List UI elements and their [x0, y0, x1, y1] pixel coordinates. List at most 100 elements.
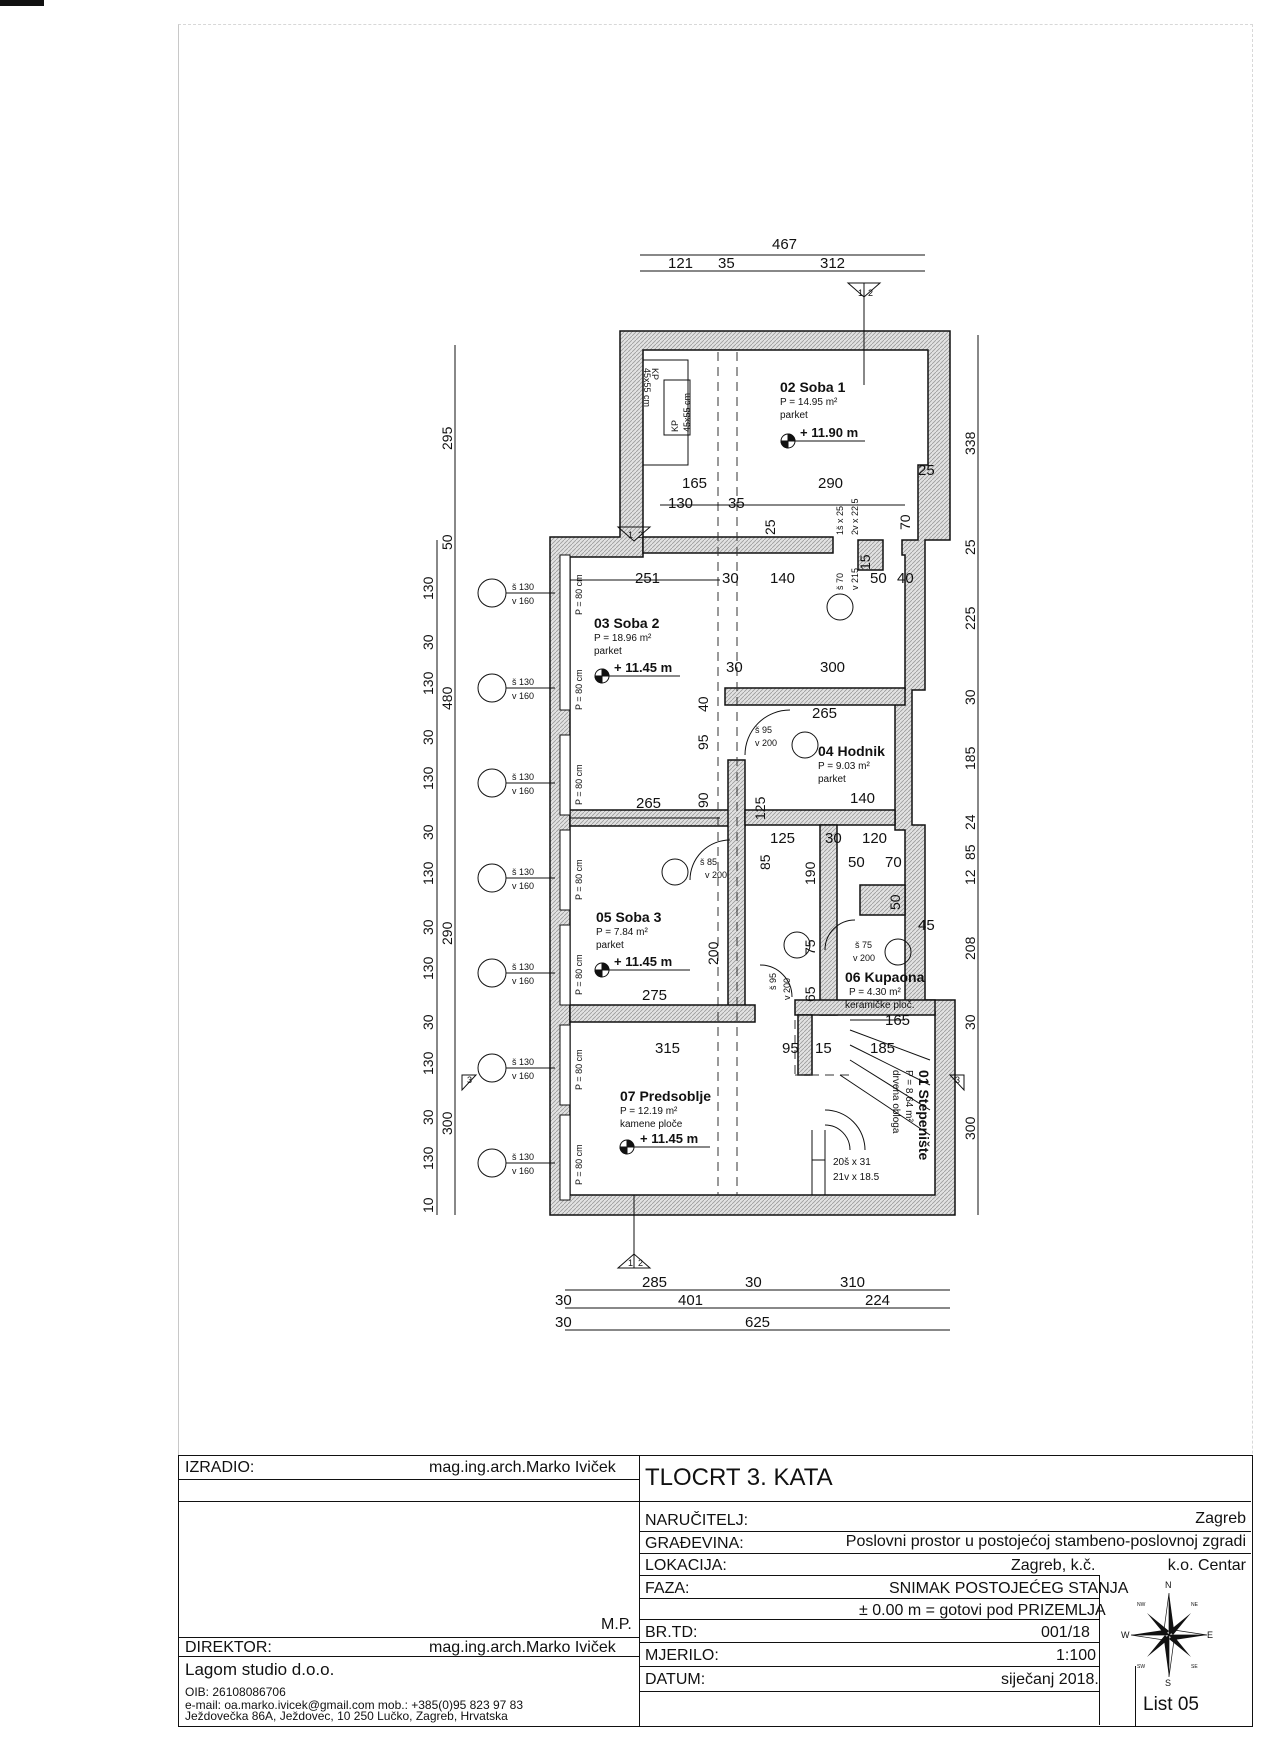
lokacija-value2: k.o. Centar [1167, 1557, 1246, 1574]
wall-soba3-bottom [569, 1004, 756, 1023]
wall-bath-left [819, 824, 838, 1016]
svg-text:75: 75 [802, 939, 818, 955]
svg-text:190: 190 [802, 861, 818, 885]
section-label: 3 [955, 1075, 960, 1085]
svg-text:keramičke ploč.: keramičke ploč. [845, 1000, 914, 1011]
svg-text:04 Hodnik: 04 Hodnik [818, 743, 885, 759]
svg-text:v 160: v 160 [512, 691, 534, 701]
svg-text:P = 9.03 m²: P = 9.03 m² [818, 761, 870, 772]
izradio-label: IZRADIO: [185, 1459, 255, 1476]
list-number: List 05 [1143, 1694, 1199, 1715]
dim-left-30: 30 [420, 634, 436, 650]
svg-text:25: 25 [918, 462, 935, 479]
floor-plan: KP 45x55 cm KP 45x55 cm š 95 v 200 š 85 … [420, 236, 979, 1331]
dim-bottom-g: 30 [555, 1314, 572, 1331]
svg-text:v 160: v 160 [512, 1166, 534, 1176]
dim-bottom-c: 310 [840, 1274, 865, 1291]
doors [689, 709, 856, 998]
door-width-3: š 75 [855, 940, 872, 950]
svg-text:N: N [1165, 1580, 1172, 1590]
svg-text:kamene ploče: kamene ploče [620, 1119, 683, 1130]
svg-text:+ 11.90 m: + 11.90 m [800, 425, 858, 440]
svg-text:š 130: š 130 [512, 962, 534, 972]
svg-text:drvena obloga: drvena obloga [890, 1070, 901, 1134]
svg-text:parket: parket [818, 774, 846, 785]
door-height-3: v 200 [853, 953, 875, 963]
svg-text:300: 300 [820, 659, 845, 676]
chimney-label-2: KP [670, 420, 680, 432]
title-block: IZRADIO: mag.ing.arch.Marko Iviček M.P. … [178, 1455, 1253, 1727]
svg-text:P = 7.84 m²: P = 7.84 m² [596, 927, 648, 938]
svg-text:2v x 22.5: 2v x 22.5 [850, 498, 860, 535]
dim-left-a: 295 [439, 426, 455, 450]
svg-text:š 130: š 130 [512, 677, 534, 687]
svg-text:07 Predsoblje: 07 Predsoblje [620, 1088, 711, 1104]
svg-text:125: 125 [770, 830, 795, 847]
section-label: 2 [638, 1258, 643, 1268]
room-predsoblje: 07 Predsoblje P = 12.19 m² kamene ploče … [620, 1088, 711, 1146]
svg-text:120: 120 [862, 830, 887, 847]
studio-name: Lagom studio d.o.o. [185, 1660, 335, 1679]
room-stepeniste: 01 Stepenište P = 8.64 m² drvena obloga [890, 1070, 932, 1160]
parapet-7: P = 80 cm [574, 1144, 584, 1185]
window-parapet-labels: P = 80 cm P = 80 cm P = 80 cm P = 80 cm … [574, 574, 584, 1185]
parapet-6: P = 80 cm [574, 1049, 584, 1090]
parapet-3: P = 80 cm [574, 764, 584, 805]
studio-address: Ježdovečka 86A, Ježdovec, 10 250 Lučko, … [185, 1709, 508, 1723]
door-width-4: š 95 [768, 973, 778, 990]
door-width-2: š 85 [700, 857, 717, 867]
dim-bottom-e: 401 [678, 1292, 703, 1309]
elevation-marker [594, 962, 690, 978]
svg-text:W: W [1121, 1630, 1130, 1640]
svg-text:40: 40 [897, 570, 914, 587]
svg-text:05 Soba 3: 05 Soba 3 [596, 909, 662, 925]
level-note: ± 0.00 m = gotovi pod PRIZEMLJA [859, 1602, 1106, 1619]
dim-left-30: 30 [420, 919, 436, 935]
dim-bottom-b: 30 [745, 1274, 762, 1291]
room-labels: 02 Soba 1 P = 14.95 m² parket + 11.90 m … [594, 379, 932, 1160]
door-height-4: v 200 [782, 978, 792, 1000]
gradevina-value: Poslovni prostor u postojećoj stambeno-p… [845, 1533, 1246, 1550]
faza-label: FAZA: [645, 1580, 690, 1597]
stair-risers: 21v x 18.5 [833, 1172, 880, 1183]
svg-text:15: 15 [815, 1040, 832, 1057]
dim-right-e: 185 [962, 746, 978, 770]
svg-text:185: 185 [870, 1040, 895, 1057]
svg-text:315: 315 [655, 1040, 680, 1057]
dim-right-i: 208 [962, 936, 978, 960]
svg-text:v 160: v 160 [512, 596, 534, 606]
svg-text:P = 14.95 m²: P = 14.95 m² [780, 397, 838, 408]
scan-corner-mark [0, 0, 44, 6]
dim-left-130: 130 [420, 1146, 436, 1170]
svg-text:P = 18.96 m²: P = 18.96 m² [594, 633, 652, 644]
section-label: 2 [868, 288, 873, 298]
studio-oib: OIB: 26108086706 [185, 1685, 286, 1699]
room-hodnik: 04 Hodnik P = 9.03 m² parket [818, 743, 885, 785]
svg-text:30: 30 [722, 570, 739, 587]
svg-text:275: 275 [642, 987, 667, 1004]
dim-right-c: 225 [962, 606, 978, 630]
wall-corridor-top [724, 687, 906, 706]
svg-text:E: E [1207, 1630, 1213, 1640]
svg-text:š 130: š 130 [512, 1057, 534, 1067]
dim-left-30: 30 [420, 729, 436, 745]
west-windows [559, 554, 571, 1201]
dim-top-b: 35 [718, 255, 735, 272]
svg-text:30: 30 [726, 659, 743, 676]
dim-left-130: 130 [420, 956, 436, 980]
svg-text:SE: SE [1191, 1664, 1198, 1670]
section-markers [461, 282, 965, 1269]
svg-text:140: 140 [770, 570, 795, 587]
brtd-label: BR.TD: [645, 1624, 698, 1641]
svg-text:50: 50 [870, 570, 887, 587]
dim-top-total: 467 [772, 236, 797, 253]
izradio-value: mag.ing.arch.Marko Iviček [429, 1459, 616, 1476]
wall-bath-bottom [794, 999, 936, 1016]
dim-right-h: 12 [962, 869, 978, 885]
svg-text:165: 165 [682, 475, 707, 492]
section-label: 1 [858, 288, 863, 298]
dim-left-130: 130 [420, 1051, 436, 1075]
svg-text:parket: parket [596, 940, 624, 951]
wall-stair-left [797, 1014, 813, 1076]
svg-text:70: 70 [885, 854, 902, 871]
